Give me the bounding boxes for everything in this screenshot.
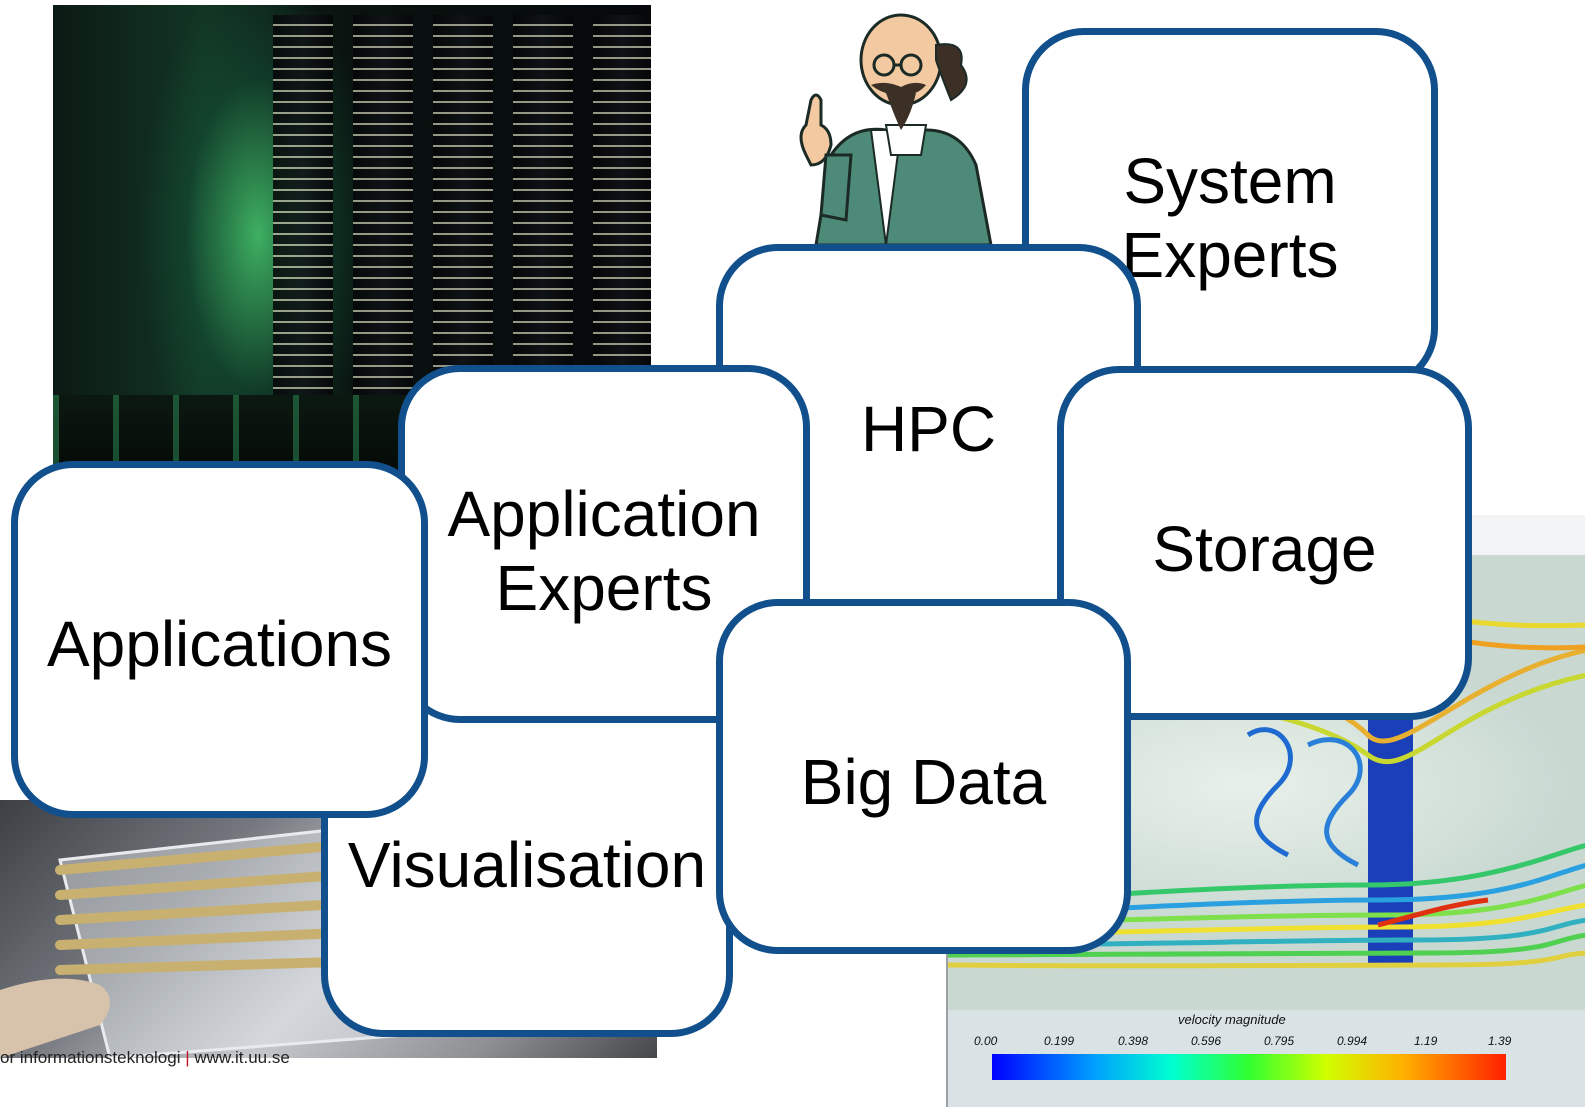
supercomputer-photo (53, 5, 651, 505)
server-rack (433, 15, 493, 395)
footer-separator: | (185, 1048, 190, 1067)
colorbar-title: velocity magnitude (1178, 1012, 1286, 1027)
server-rack (593, 15, 651, 395)
node-label: Application Experts (447, 478, 761, 624)
colorbar-tick: 1.39 (1488, 1034, 1512, 1048)
node-big-data: Big Data (716, 599, 1131, 954)
server-rack (513, 15, 573, 395)
footer-credit: or informationsteknologi | www.it.uu.se (0, 1048, 290, 1068)
node-label: Storage (1152, 513, 1377, 585)
node-label: HPC (860, 393, 997, 465)
colorbar-tick: 0.795 (1264, 1034, 1295, 1048)
colorbar-tick: 0.199 (1044, 1034, 1075, 1048)
server-rack (353, 15, 413, 395)
colorbar-tick: 1.19 (1414, 1034, 1438, 1048)
colorbar-tick: 0.994 (1337, 1034, 1368, 1048)
footer-url[interactable]: www.it.uu.se (194, 1048, 290, 1067)
server-rack (273, 15, 333, 395)
footer-institute: or informationsteknologi (0, 1048, 181, 1067)
node-label: Applications (46, 608, 393, 680)
colorbar-gradient (992, 1054, 1506, 1080)
node-label: System Experts (1121, 145, 1339, 291)
node-applications: Applications (11, 461, 428, 818)
colorbar-tick: 0.398 (1118, 1034, 1149, 1048)
node-label: Big Data (800, 746, 1047, 818)
colorbar-tick: 0.00 (974, 1034, 998, 1048)
colorbar-legend: velocity magnitude 0.00 0.199 0.398 0.59… (948, 1010, 1585, 1107)
node-label: Visualisation (347, 829, 707, 901)
colorbar-tick: 0.596 (1191, 1034, 1222, 1048)
professor-cartoon (776, 5, 1026, 245)
